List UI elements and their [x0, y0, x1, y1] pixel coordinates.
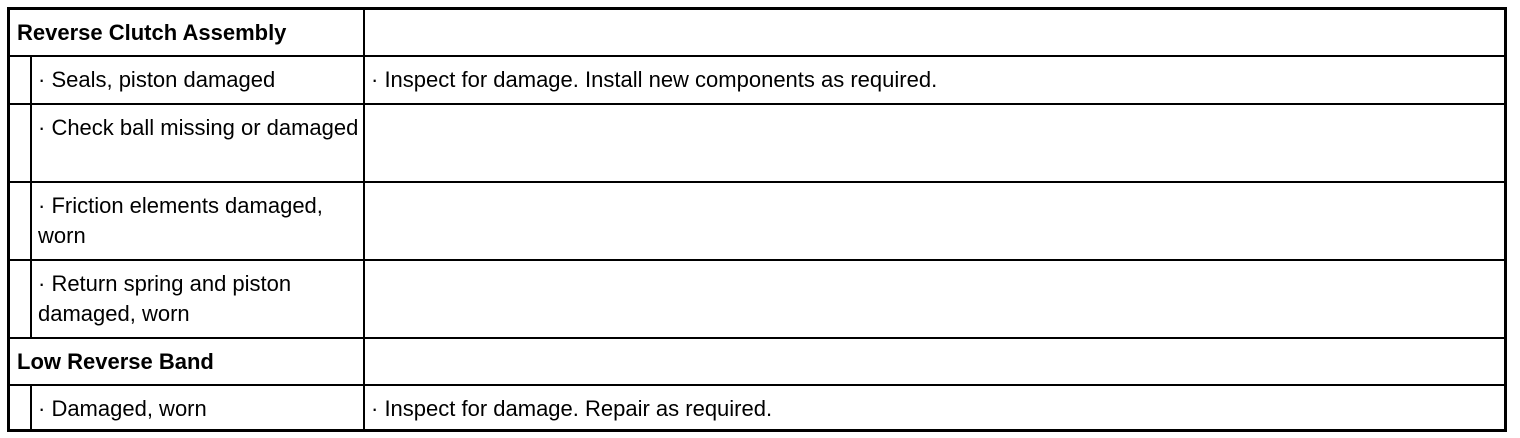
indent-cell	[10, 105, 30, 181]
section-action-cell	[365, 10, 1504, 55]
table-row: · Damaged, worn · Inspect for damage. Re…	[10, 386, 1504, 429]
section-title: Reverse Clutch Assembly	[17, 20, 287, 45]
action-cell	[365, 183, 1504, 259]
table-row: · Return spring and piston damaged, worn	[10, 261, 1504, 339]
table-row: · Friction elements damaged, worn	[10, 183, 1504, 261]
cause-cell: · Check ball missing or damaged	[38, 115, 359, 140]
table-row: · Check ball missing or damaged	[10, 105, 1504, 183]
cause-cell: · Damaged, worn	[38, 396, 207, 421]
column-divider	[363, 261, 365, 337]
section-header-row: Reverse Clutch Assembly	[10, 10, 1504, 57]
table-row: · Seals, piston damaged · Inspect for da…	[10, 57, 1504, 105]
indent-divider	[30, 57, 32, 103]
column-divider	[363, 10, 365, 55]
column-divider	[363, 183, 365, 259]
column-divider	[363, 339, 365, 384]
section-action-cell	[365, 339, 1504, 384]
section-title: Low Reverse Band	[17, 349, 214, 374]
cause-cell: · Seals, piston damaged	[38, 67, 276, 92]
section-header-row: Low Reverse Band	[10, 339, 1504, 386]
column-divider	[363, 57, 365, 103]
indent-cell	[10, 386, 30, 429]
indent-cell	[10, 183, 30, 259]
indent-divider	[30, 105, 32, 181]
indent-divider	[30, 261, 32, 337]
diagnosis-table: Reverse Clutch Assembly · Seals, piston …	[7, 7, 1507, 432]
indent-cell	[10, 57, 30, 103]
cause-cell: · Friction elements damaged, worn	[38, 193, 323, 248]
indent-divider	[30, 183, 32, 259]
indent-divider	[30, 386, 32, 429]
column-divider	[363, 386, 365, 429]
action-cell	[365, 261, 1504, 337]
indent-cell	[10, 261, 30, 337]
column-divider	[363, 105, 365, 181]
action-cell	[365, 105, 1504, 181]
action-cell: · Inspect for damage. Repair as required…	[371, 396, 773, 421]
action-cell: · Inspect for damage. Install new compon…	[371, 67, 938, 92]
cause-cell: · Return spring and piston damaged, worn	[38, 271, 292, 326]
